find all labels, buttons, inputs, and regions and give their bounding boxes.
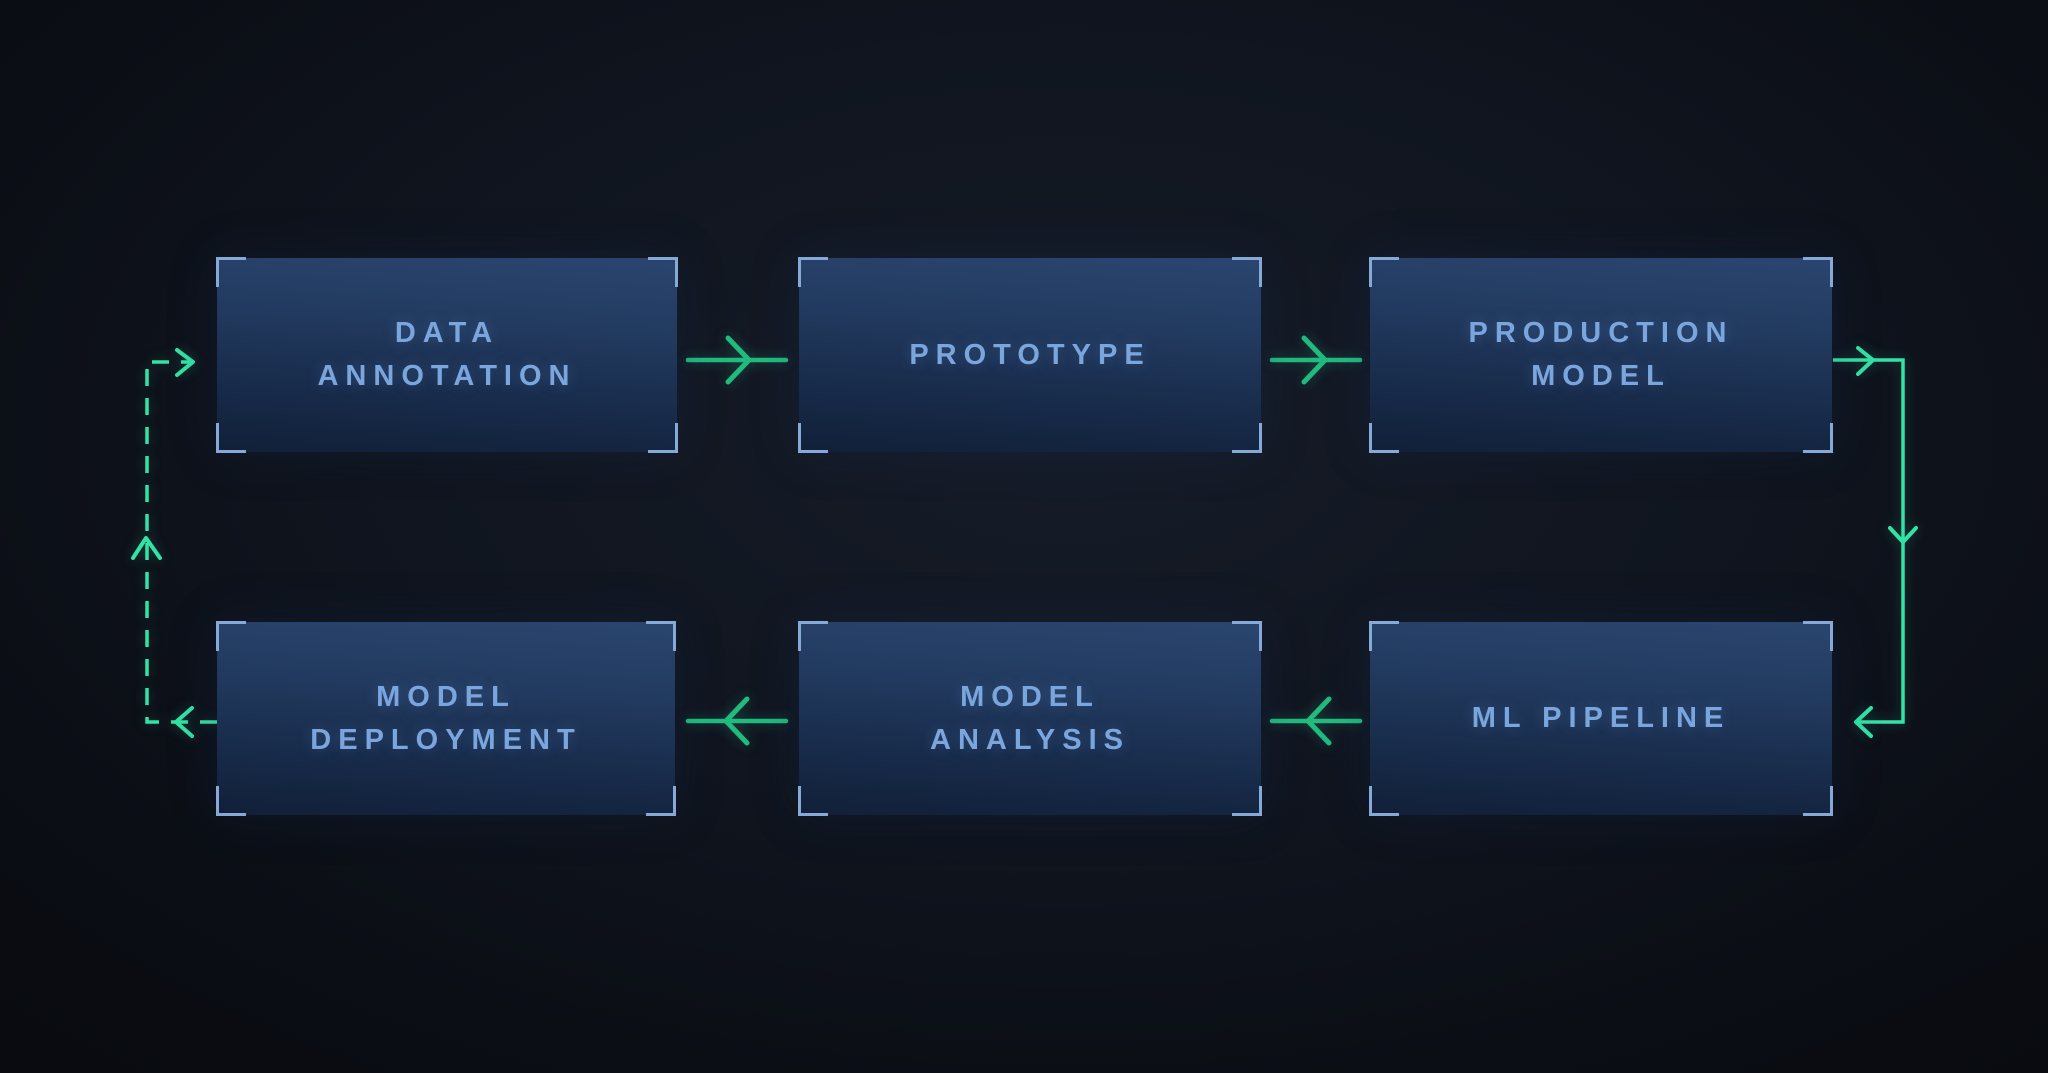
corner-bracket-icon — [798, 621, 828, 651]
corner-bracket-icon — [1369, 786, 1399, 816]
node-production-model: PRODUCTION MODEL — [1369, 257, 1833, 453]
node-label: MODEL DEPLOYMENT — [310, 680, 582, 756]
node-model-analysis: MODEL ANALYSIS — [798, 621, 1262, 816]
corner-bracket-icon — [216, 621, 246, 651]
node-label: PROTOTYPE — [909, 338, 1151, 371]
corner-bracket-icon — [798, 423, 828, 453]
corner-bracket-icon — [798, 257, 828, 287]
node-label: ML PIPELINE — [1471, 702, 1731, 735]
corner-bracket-icon — [798, 786, 828, 816]
node-label: MODEL ANALYSIS — [930, 680, 1130, 756]
node-label: PRODUCTION MODEL — [1468, 317, 1734, 392]
corner-bracket-icon — [1232, 621, 1262, 651]
corner-bracket-icon — [1369, 257, 1399, 287]
corner-bracket-icon — [1803, 621, 1833, 651]
node-ml-pipeline: ML PIPELINE — [1369, 621, 1833, 816]
arrow-ml-pipeline-to-model-analysis-icon — [1269, 696, 1363, 746]
corner-bracket-icon — [648, 257, 678, 287]
connector-model-deployment-to-data-annotation-icon — [131, 348, 217, 738]
corner-bracket-icon — [648, 423, 678, 453]
node-prototype: PROTOTYPE — [798, 257, 1262, 453]
corner-bracket-icon — [1369, 423, 1399, 453]
corner-bracket-icon — [1232, 786, 1262, 816]
arrow-model-analysis-to-model-deployment-icon — [685, 696, 789, 746]
connector-production-model-to-ml-pipeline-icon — [1833, 346, 1918, 738]
node-data-annotation: DATA ANNOTATION — [216, 257, 678, 453]
corner-bracket-icon — [216, 257, 246, 287]
corner-bracket-icon — [216, 423, 246, 453]
corner-bracket-icon — [1803, 423, 1833, 453]
arrow-prototype-to-production-model-icon — [1269, 335, 1363, 385]
corner-bracket-icon — [646, 621, 676, 651]
arrow-data-annotation-to-prototype-icon — [685, 335, 789, 385]
corner-bracket-icon — [1803, 786, 1833, 816]
node-label: DATA ANNOTATION — [317, 317, 577, 392]
corner-bracket-icon — [216, 786, 246, 816]
corner-bracket-icon — [1803, 257, 1833, 287]
node-model-deployment: MODEL DEPLOYMENT — [216, 621, 676, 816]
corner-bracket-icon — [646, 786, 676, 816]
corner-bracket-icon — [1232, 423, 1262, 453]
corner-bracket-icon — [1232, 257, 1262, 287]
corner-bracket-icon — [1369, 621, 1399, 651]
